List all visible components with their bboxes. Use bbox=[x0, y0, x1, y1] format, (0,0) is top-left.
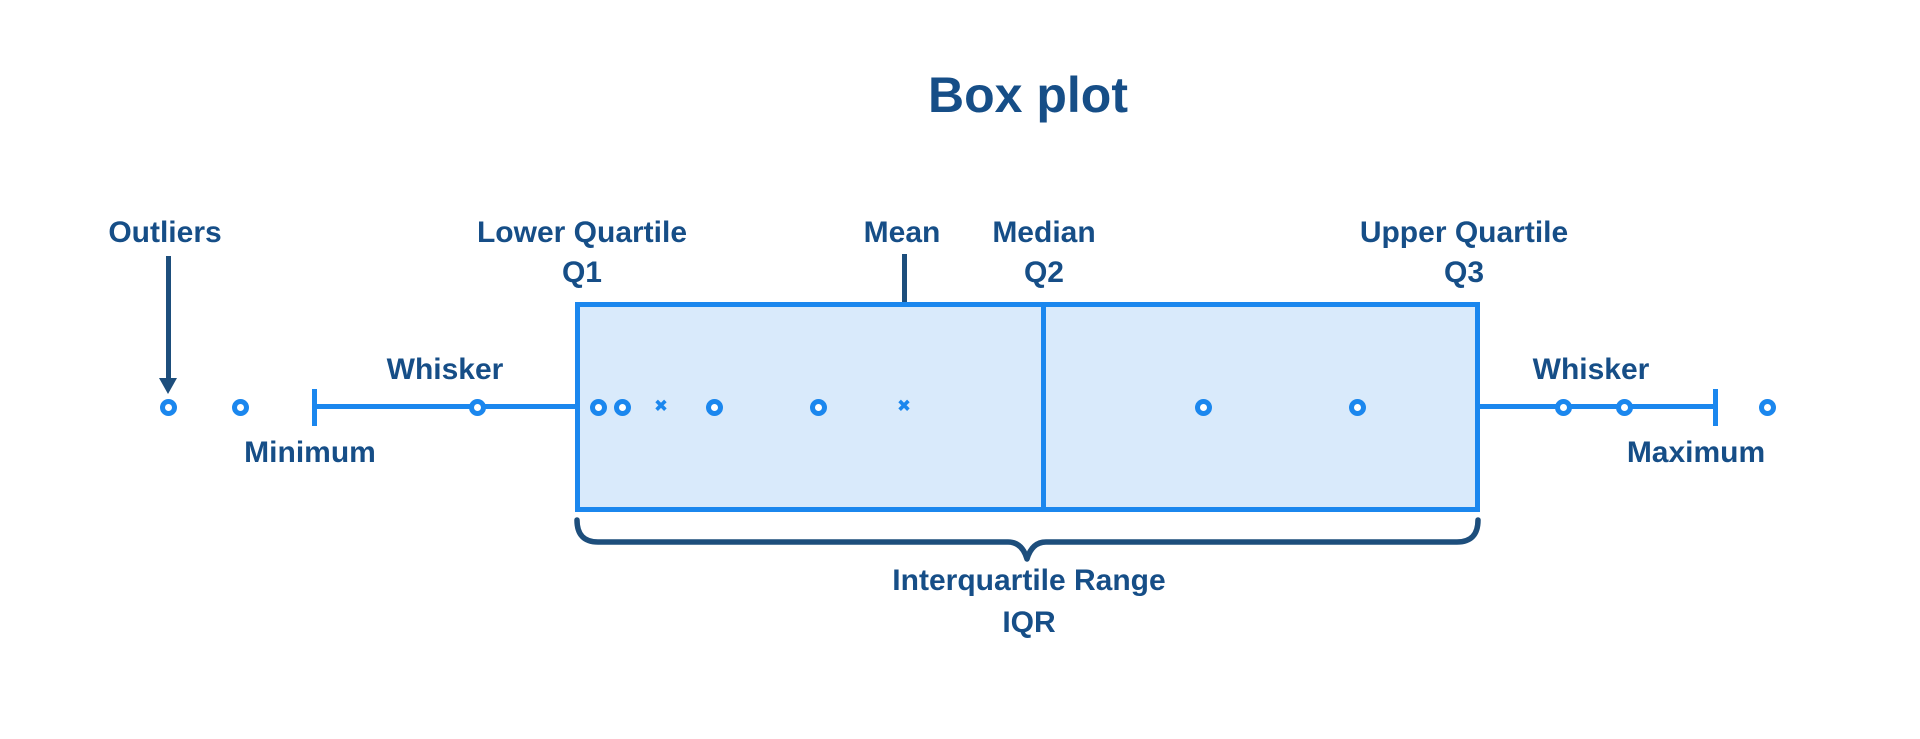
iqr-box bbox=[575, 302, 1480, 512]
data-point-circle-icon bbox=[705, 398, 723, 416]
label-upper-quartile-line2: Q3 bbox=[1443, 256, 1485, 289]
data-point-circle-icon bbox=[589, 398, 607, 416]
label-lower-quartile-line2: Q1 bbox=[561, 256, 603, 289]
data-point-circle-icon bbox=[231, 398, 249, 416]
page-title: Box plot bbox=[928, 67, 1128, 123]
label-minimum: Minimum bbox=[244, 436, 376, 469]
label-whisker-right: Whisker bbox=[1532, 353, 1650, 386]
data-point-circle-icon bbox=[1758, 398, 1776, 416]
data-point-circle-icon bbox=[1194, 398, 1212, 416]
label-iqr-line2: IQR bbox=[1002, 606, 1056, 639]
data-point-circle-icon bbox=[1554, 398, 1572, 416]
label-lower-quartile: Lower Quartile Q1 bbox=[477, 213, 687, 293]
data-point-circle-icon bbox=[1348, 398, 1366, 416]
maximum-cap bbox=[1713, 389, 1718, 426]
iqr-brace-path bbox=[574, 517, 1481, 562]
data-point-circle-icon bbox=[468, 398, 486, 416]
right-whisker-line bbox=[1478, 404, 1717, 409]
label-iqr: Interquartile Range IQR bbox=[892, 560, 1165, 644]
data-point-cross-icon: ✖ bbox=[653, 396, 669, 417]
outliers-arrow-shaft bbox=[166, 256, 171, 380]
data-point-circle-icon bbox=[613, 398, 631, 416]
median-line bbox=[1041, 302, 1046, 512]
data-point-circle-icon bbox=[1615, 398, 1633, 416]
label-whisker-left: Whisker bbox=[386, 353, 504, 386]
left-whisker-line bbox=[315, 404, 577, 409]
label-outliers: Outliers bbox=[108, 216, 222, 249]
label-median-line2: Q2 bbox=[1023, 256, 1065, 289]
label-iqr-line1: Interquartile Range bbox=[892, 564, 1166, 597]
data-point-circle-icon bbox=[159, 398, 177, 416]
label-lower-quartile-line1: Lower Quartile bbox=[476, 216, 688, 249]
data-point-cross-icon: ✖ bbox=[896, 396, 912, 417]
minimum-cap bbox=[312, 389, 317, 426]
label-mean: Mean bbox=[863, 216, 941, 249]
label-median-line1: Median bbox=[992, 216, 1096, 249]
label-maximum: Maximum bbox=[1626, 436, 1766, 469]
label-median: Median Q2 bbox=[992, 213, 1095, 293]
label-upper-quartile-line1: Upper Quartile bbox=[1359, 216, 1569, 249]
outliers-arrow-head-icon bbox=[159, 378, 177, 394]
data-point-circle-icon bbox=[809, 398, 827, 416]
label-upper-quartile: Upper Quartile Q3 bbox=[1360, 213, 1568, 293]
iqr-brace bbox=[574, 517, 1481, 562]
